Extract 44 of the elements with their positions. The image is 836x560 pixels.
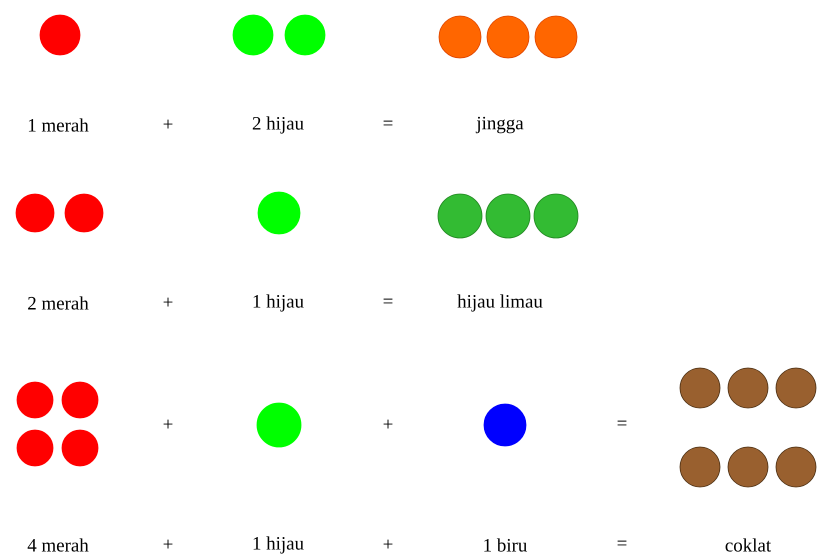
color-dot (776, 368, 816, 408)
color-dot (486, 194, 530, 238)
equals-sign: = (618, 540, 626, 546)
color-dot (258, 192, 300, 234)
color-dot (256, 402, 302, 448)
color-dot (40, 14, 80, 56)
plus-sign: + (164, 120, 172, 128)
color-dot (728, 446, 768, 488)
color-dot (232, 14, 274, 56)
result-label: jingga (476, 116, 524, 134)
color-dot (486, 16, 530, 58)
color-dot (284, 14, 326, 56)
amount-label: 1 merah (28, 118, 89, 132)
color-dot (438, 194, 482, 238)
color-dot (16, 194, 54, 232)
color-dot (728, 368, 768, 408)
result-label: coklat (726, 538, 772, 552)
amount-label: 1 hijau (254, 294, 304, 312)
color-dot (680, 368, 720, 408)
equals-sign: = (384, 298, 392, 304)
equals-sign: = (618, 420, 626, 426)
plus-sign: + (164, 298, 172, 306)
amount-label: 2 hijau (252, 116, 304, 134)
plus-sign: + (164, 420, 172, 428)
result-label: hijau limau (457, 294, 543, 312)
color-dot (680, 446, 720, 488)
color-dot (64, 194, 104, 232)
color-dot (776, 446, 816, 488)
plus-sign: + (164, 540, 172, 548)
amount-label: 1 hijau (254, 536, 304, 554)
amount-label: 1 biru (484, 538, 528, 552)
plus-sign: + (384, 540, 392, 548)
color-dot (62, 382, 98, 418)
color-dot (438, 16, 482, 58)
color-dot (16, 430, 54, 466)
equals-sign: = (384, 120, 392, 126)
color-dot (16, 382, 54, 418)
color-dot (62, 430, 98, 466)
amount-label: 2 merah (28, 296, 89, 310)
color-dot (534, 16, 578, 58)
color-dot (484, 404, 526, 446)
color-dot (534, 194, 578, 238)
plus-sign: + (384, 420, 392, 428)
amount-label: 4 merah (28, 538, 89, 552)
